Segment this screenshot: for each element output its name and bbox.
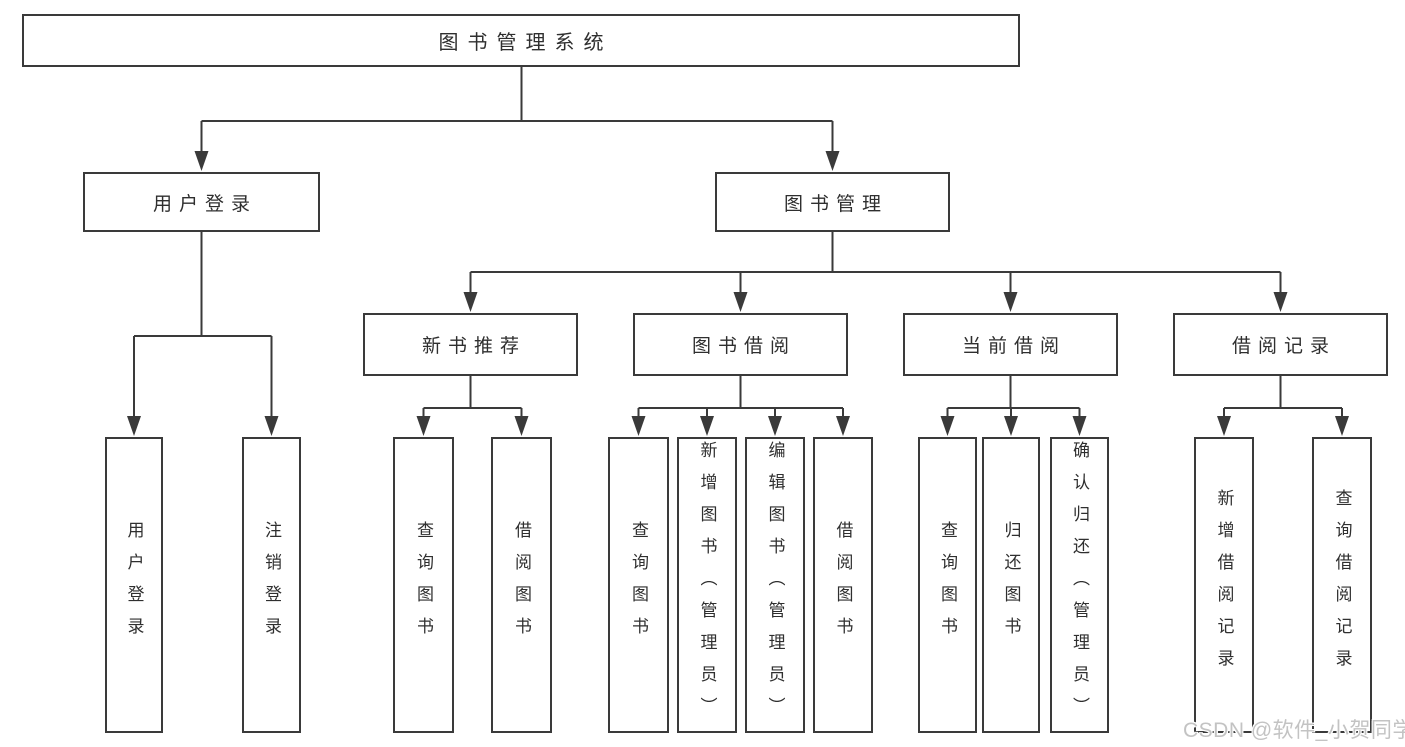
connector-current-borrow-children (940, 376, 1087, 436)
node-label: 新增借阅记录 (1214, 489, 1234, 681)
node-book-borrow: 图书借阅 (633, 313, 848, 376)
connector-book-borrow-children (631, 376, 850, 436)
node-leaf-add-borrow-record: 新增借阅记录 (1194, 437, 1254, 733)
node-leaf-query-borrow-record: 查询借阅记录 (1312, 437, 1372, 733)
node-leaf-logout: 注销登录 (242, 437, 301, 733)
node-label: 查询图书 (629, 521, 648, 649)
node-user-login: 用户登录 (83, 172, 320, 232)
node-borrow-records: 借阅记录 (1173, 313, 1388, 376)
node-label: 注销登录 (262, 521, 281, 649)
node-new-book-recommend: 新书推荐 (363, 313, 578, 376)
connector-borrow-records-children (1217, 376, 1349, 436)
node-leaf-borrow-books-recommend: 借阅图书 (491, 437, 552, 733)
csdn-watermark: CSDN @软件_小贺同学 (1183, 719, 1405, 742)
node-book-management: 图书管理 (715, 172, 950, 232)
connector-new-book-recommend-children (416, 376, 529, 436)
node-label: 编辑图书（管理员） (765, 441, 785, 729)
node-label: 查询图书 (938, 521, 957, 649)
node-leaf-query-books-current: 查询图书 (918, 437, 977, 733)
node-label: 新书推荐 (421, 336, 526, 357)
node-label: 查询借阅记录 (1332, 489, 1352, 681)
node-label: 图书管理 (783, 193, 888, 215)
node-label: 借阅图书 (833, 521, 853, 649)
node-leaf-query-books-borrow: 查询图书 (608, 437, 669, 733)
node-label: 借阅图书 (512, 521, 531, 649)
node-current-borrow: 当前借阅 (903, 313, 1118, 376)
node-label: 当前借阅 (961, 336, 1066, 357)
node-leaf-borrow-books: 借阅图书 (813, 437, 873, 733)
node-leaf-return-books: 归还图书 (982, 437, 1040, 733)
node-label: 图书借阅 (691, 336, 796, 357)
node-label: 借阅记录 (1231, 336, 1336, 357)
node-leaf-confirm-return-admin: 确认归还（管理员） (1050, 437, 1109, 733)
node-label: 归还图书 (1001, 521, 1021, 649)
node-leaf-query-books-recommend: 查询图书 (393, 437, 454, 733)
node-label: 图书管理系统 (438, 32, 613, 54)
node-leaf-edit-book-admin: 编辑图书（管理员） (745, 437, 805, 733)
connector-user-login-children (127, 232, 279, 436)
connector-book-management-children (463, 232, 1288, 312)
node-leaf-add-book-admin: 新增图书（管理员） (677, 437, 737, 733)
node-label: 确认归还（管理员） (1070, 441, 1089, 729)
node-leaf-user-login: 用户登录 (105, 437, 163, 733)
node-label: 查询图书 (414, 521, 433, 649)
node-label: 用户登录 (124, 521, 144, 649)
node-label: 新增图书（管理员） (697, 441, 717, 729)
node-label: 用户登录 (152, 193, 257, 215)
node-root: 图书管理系统 (22, 14, 1020, 67)
connector-root-to-level2 (194, 66, 840, 171)
